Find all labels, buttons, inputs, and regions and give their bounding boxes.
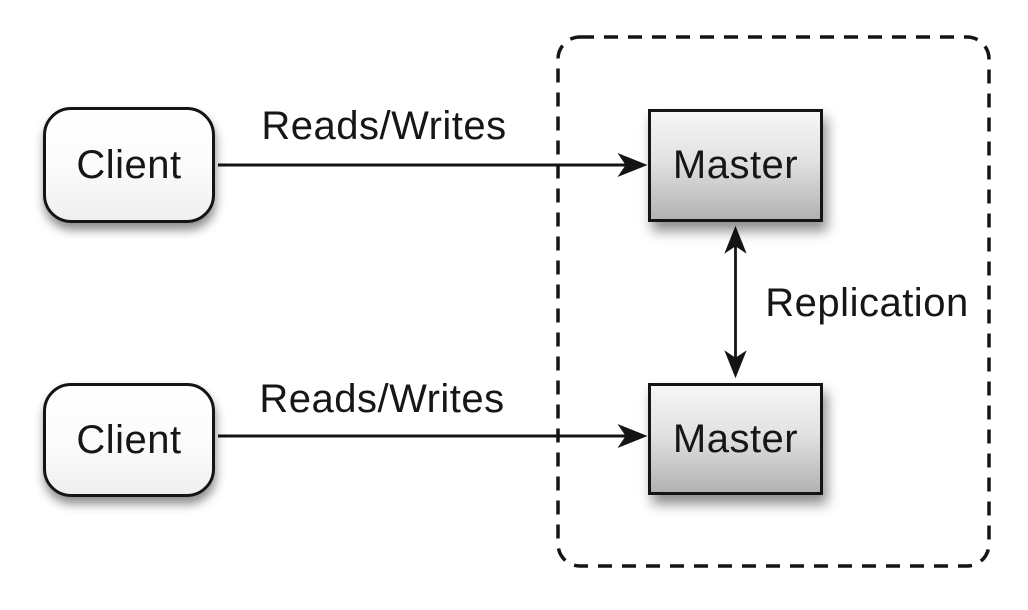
master-node-bottom-label: Master — [672, 416, 799, 461]
client-node-bottom: Client — [43, 383, 215, 497]
reads-writes-label-top: Reads/Writes — [261, 104, 507, 148]
client-node-top-label: Client — [76, 142, 182, 187]
client-node-bottom-label: Client — [76, 417, 182, 462]
client-node-top: Client — [43, 107, 215, 223]
replication-label: Replication — [765, 281, 969, 325]
master-node-bottom: Master — [648, 383, 823, 495]
master-node-top: Master — [648, 109, 823, 222]
master-node-top-label: Master — [672, 143, 799, 187]
reads-writes-label-bottom: Reads/Writes — [259, 377, 505, 421]
